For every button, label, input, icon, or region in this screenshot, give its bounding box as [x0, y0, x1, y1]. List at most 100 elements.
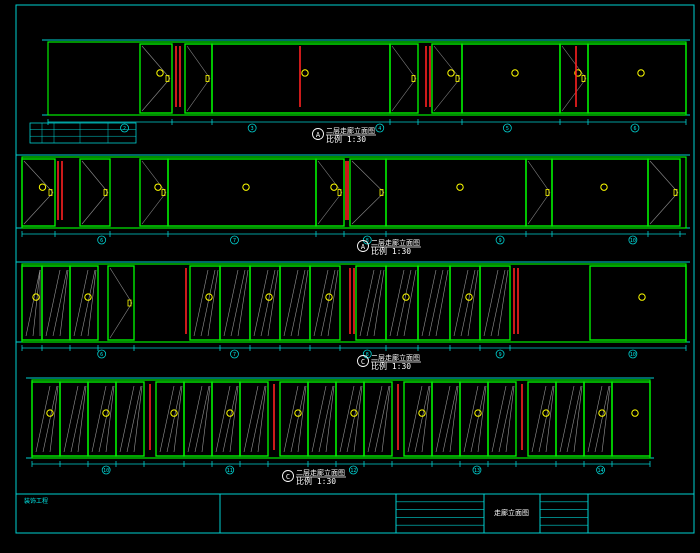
axis-number: 10: [630, 352, 636, 358]
glass-hatch-line: [25, 269, 41, 337]
glass-hatch-line: [250, 385, 266, 453]
glass-hatch-line: [421, 385, 431, 453]
glass-panel: [363, 381, 393, 457]
wall-outline: [21, 156, 687, 229]
axis-bubble: [596, 465, 605, 475]
glass-hatch-line: [545, 385, 555, 453]
door-panel: [139, 158, 169, 227]
glass-hatch-line: [453, 269, 469, 337]
door-handle-mark: [48, 189, 53, 196]
glass-hatch-line: [601, 385, 611, 453]
glass-hatch-line: [498, 385, 514, 453]
axis-bubble: [495, 349, 505, 359]
door-panel: [647, 158, 681, 227]
glass-hatch-line: [421, 269, 437, 337]
glass-hatch-line: [77, 385, 87, 453]
material-tag-marker: [418, 409, 426, 417]
axis-bubble: [628, 235, 638, 245]
door-handle-mark: [165, 75, 170, 82]
glass-hatch-line: [173, 385, 183, 453]
glass-hatch-line: [594, 385, 610, 453]
glass-hatch-line: [449, 385, 459, 453]
glass-hatch-line: [237, 269, 249, 337]
glass-hatch-line: [414, 385, 430, 453]
axis-number: 12: [350, 468, 356, 474]
door-swing-line: [141, 192, 167, 225]
glass-hatch-line: [311, 385, 327, 453]
door-swing-line: [141, 45, 171, 79]
elevation-letter: C: [286, 473, 290, 481]
glass-hatch-line: [403, 269, 417, 337]
elevation-scale: 比例 1:30: [371, 246, 411, 256]
door-swing-line: [23, 160, 54, 193]
glass-hatch-line: [194, 385, 210, 453]
glass-hatch-line: [460, 269, 476, 337]
material-tag-marker: [511, 69, 519, 77]
door-swing-line: [186, 78, 211, 112]
door-swing-line: [317, 160, 343, 193]
axis-bubble: [120, 123, 129, 133]
glass-panel: [69, 265, 99, 341]
wall-outline: [47, 41, 687, 116]
glass-hatch-line: [318, 385, 334, 453]
elevation-letter-circle: [312, 128, 324, 140]
glass-hatch-line: [297, 385, 307, 453]
glass-hatch-line: [320, 269, 336, 337]
glass-panel: [219, 265, 251, 341]
door-swing-line: [23, 192, 54, 225]
door-handle-mark: [161, 189, 166, 196]
axis-number: 10: [103, 468, 109, 474]
glass-hatch-line: [346, 385, 362, 453]
material-tag-marker: [205, 293, 213, 301]
glass-hatch-line: [428, 269, 444, 337]
elevation-title: 二层走廊立面图: [326, 126, 375, 135]
glass-hatch-line: [253, 269, 269, 337]
material-tag-marker: [465, 293, 473, 301]
glass-hatch-line: [566, 385, 582, 453]
axis-bubble: [495, 235, 505, 245]
glass-hatch-line: [126, 385, 142, 453]
material-tag-marker: [402, 293, 410, 301]
axis-number: 5: [506, 126, 509, 132]
glass-hatch-line: [59, 269, 69, 337]
glass-hatch-line: [98, 385, 114, 453]
glass-hatch-line: [587, 385, 603, 453]
door-swing-line: [109, 267, 133, 304]
door-swing-line: [351, 192, 385, 225]
axis-bubble: [230, 235, 239, 245]
door-panel: [315, 158, 345, 227]
glass-hatch-line: [49, 385, 59, 453]
material-tag-marker: [154, 183, 162, 191]
material-tag-marker: [637, 69, 645, 77]
axis-number: 11: [227, 468, 233, 474]
elevation-letter-circle: [357, 355, 369, 367]
elevation-letter-circle: [357, 240, 369, 252]
glass-hatch-line: [435, 385, 451, 453]
material-tag-marker: [631, 409, 639, 417]
glass-hatch-line: [63, 385, 79, 453]
glass-hatch-line: [193, 269, 209, 337]
glass-hatch-line: [166, 385, 182, 453]
glass-hatch-line: [187, 385, 203, 453]
glass-hatch-line: [483, 269, 499, 337]
glass-hatch-line: [325, 385, 335, 453]
door-panel: [107, 265, 135, 341]
glass-hatch-line: [297, 269, 309, 337]
wall-panel: [611, 381, 651, 457]
axis-number: 3: [251, 126, 254, 132]
material-tag-marker: [265, 293, 273, 301]
glass-hatch-line: [339, 385, 355, 453]
material-tag-marker: [542, 409, 550, 417]
material-tag-marker: [294, 409, 302, 417]
glass-hatch-line: [470, 385, 486, 453]
glass-hatch-line: [313, 269, 329, 337]
axis-number: 13: [474, 468, 480, 474]
door-swing-line: [186, 45, 211, 79]
glass-hatch-line: [290, 269, 306, 337]
axis-bubble: [362, 235, 372, 245]
glass-hatch-line: [283, 385, 299, 453]
elevation-letter-circle: [282, 470, 294, 482]
material-tag-marker: [325, 293, 333, 301]
